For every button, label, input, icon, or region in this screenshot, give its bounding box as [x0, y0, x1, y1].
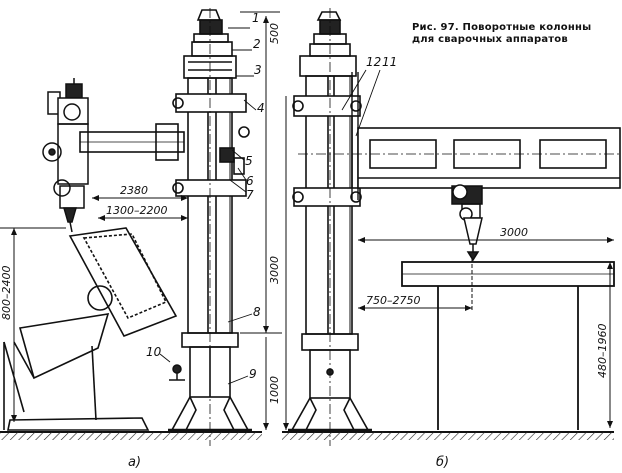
- dimension-lines-a: [0, 11, 282, 430]
- callout-12: 12: [366, 55, 381, 69]
- foot-pedal: [169, 364, 185, 381]
- callout-6: 6: [246, 174, 254, 188]
- subfigure-label-a: а): [128, 455, 141, 470]
- callout-4: 4: [257, 101, 265, 115]
- callout-5: 5: [245, 154, 253, 168]
- boom-arm-b: [298, 127, 621, 189]
- ground-left: [0, 431, 262, 440]
- callout-8: 8: [253, 305, 261, 319]
- subfigure-label-b: б): [436, 455, 449, 470]
- callout-9: 9: [249, 367, 257, 381]
- caption-line-2: для сварочных аппаратов: [412, 34, 568, 45]
- dim-800-2400: 800–2400: [0, 266, 13, 321]
- dim-750-2750: 750–2750: [366, 294, 421, 307]
- ground-right: [282, 431, 614, 440]
- boom-arm-a: [79, 123, 185, 161]
- vessel-positioner-a: [3, 227, 178, 431]
- dim-1300-2200: 1300–2200: [106, 204, 168, 217]
- leader-lines-a: [159, 27, 257, 385]
- column-b: [288, 8, 372, 446]
- column-a: [168, 8, 252, 446]
- callout-7: 7: [246, 188, 254, 202]
- figure-caption: Рис. 97. Поворотные колонны для сварочны…: [412, 22, 617, 46]
- dimension-lines-b: [283, 96, 614, 430]
- caption-line-1: Рис. 97. Поворотные колонны: [412, 22, 592, 33]
- callout-1: 1: [252, 11, 260, 25]
- dim-3000-vertical: 3000: [268, 256, 281, 284]
- callout-3: 3: [254, 63, 262, 77]
- dim-1000: 1000: [268, 376, 281, 404]
- welding-head-b: [451, 184, 483, 262]
- dim-480-1960: 480–1960: [596, 324, 609, 379]
- callout-11: 11: [382, 55, 397, 69]
- welding-head-a: [42, 78, 89, 233]
- leader-lines-b: [341, 69, 381, 137]
- callout-2: 2: [253, 37, 261, 51]
- dim-3000-horizontal: 3000: [500, 226, 528, 239]
- dim-2380: 2380: [120, 184, 148, 197]
- workpiece-table-b: [401, 261, 615, 430]
- dim-500: 500: [268, 23, 281, 44]
- callout-10: 10: [146, 345, 162, 359]
